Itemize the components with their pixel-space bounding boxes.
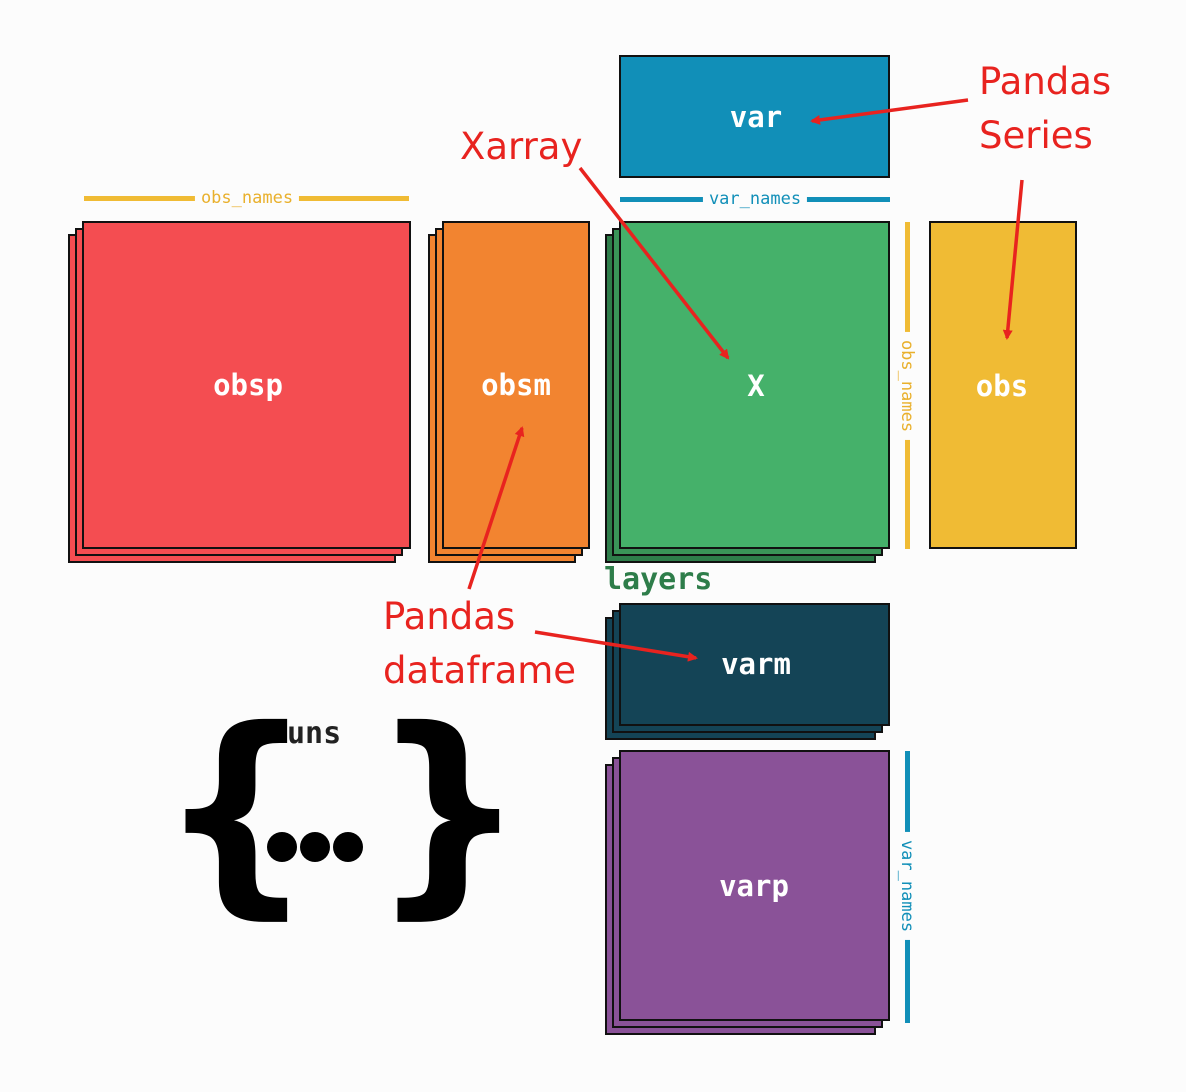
obs-names-side-label: obs_names [897, 331, 917, 441]
obs-names-top-label: obs_names [194, 188, 300, 208]
obs-block [929, 221, 1077, 549]
obsm-label: obsm [481, 368, 551, 402]
uns-open-brace: { [158, 682, 315, 938]
annotation-pandas-dataframe-line2: dataframe [383, 649, 577, 693]
varm-block [619, 603, 890, 726]
annotation-pandas-series-line1: Pandas [979, 60, 1112, 103]
obsp-label: obsp [213, 368, 283, 402]
obs-label: obs [975, 369, 1029, 403]
varp-label: varp [719, 869, 789, 903]
varp-block [619, 750, 890, 1021]
annotation-pandas-series-line2: Series [979, 114, 1093, 158]
var-label: var [729, 100, 783, 134]
annotation-pandas-dataframe-line1: Pandas [383, 595, 516, 638]
uns-close-brace: } [370, 682, 527, 938]
var-names-top-label: var_names [702, 189, 808, 209]
x-label: X [747, 369, 765, 403]
obsp-block [82, 221, 411, 549]
annotation-pandas-dataframe: Pandas dataframe [383, 590, 576, 698]
annotation-xarray: Xarray [460, 125, 583, 168]
layers-label: layers [604, 562, 713, 597]
varm-label: varm [721, 647, 791, 681]
uns-label: uns [287, 716, 342, 751]
uns-ellipsis-icon [267, 832, 363, 862]
annotation-pandas-series: Pandas Series [979, 55, 1111, 163]
var-names-side-label: var_names [897, 831, 917, 941]
